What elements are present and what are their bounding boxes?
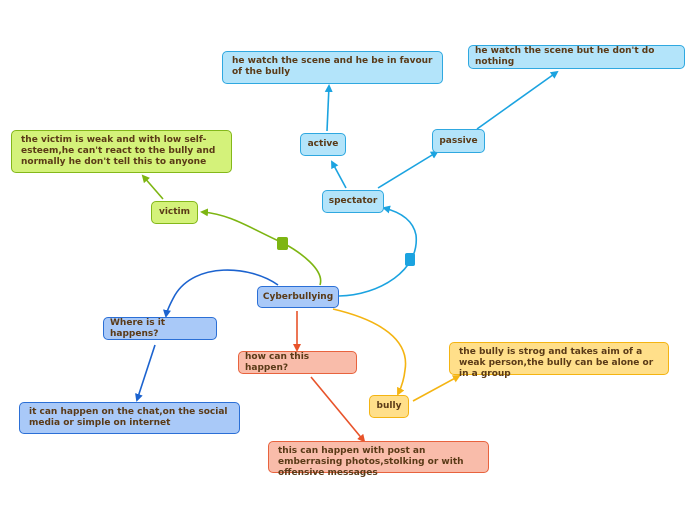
node-passive[interactable]: passive [432, 129, 485, 153]
node-active-detail-label: he watch the scene and he be in favour o… [232, 56, 433, 77]
node-victim[interactable]: victim [151, 201, 198, 224]
node-passive-detail[interactable]: he watch the scene but he don't do nothi… [468, 45, 685, 69]
node-bully[interactable]: bully [369, 395, 409, 418]
connector-active-detail [324, 84, 333, 132]
connector-bully-detail [412, 375, 461, 402]
connector-how-detail [310, 376, 366, 443]
connector-handle-victim[interactable] [277, 237, 288, 250]
connector-root-spectator [338, 205, 417, 297]
node-where-detail-label: it can happen on the chat,on the social … [29, 407, 228, 428]
node-where-label: Where is it happens? [110, 317, 166, 339]
node-spectator[interactable]: spectator [322, 190, 384, 213]
node-victim-detail-label: the victim is weak and with low self-est… [21, 135, 216, 167]
node-passive-label: passive [439, 135, 478, 146]
connector-root-victim [200, 208, 322, 286]
node-victim-label: victim [158, 207, 191, 217]
node-active[interactable]: active [300, 133, 346, 156]
node-bully-detail-label: the bully is strog and takes aim of a we… [459, 347, 654, 379]
node-how[interactable]: how can this happen? [238, 351, 357, 374]
node-victim-detail[interactable]: the victim is weak and with low self-est… [11, 130, 232, 173]
node-bully-label: bully [376, 401, 402, 411]
connector-where-detail [135, 344, 156, 402]
node-active-detail[interactable]: he watch the scene and he be in favour o… [222, 51, 443, 84]
node-root-label: Cyberbullying [262, 291, 334, 302]
connector-root-where [163, 269, 279, 318]
connector-victim-detail [141, 174, 164, 200]
node-where[interactable]: Where is it happens? [103, 317, 217, 340]
node-passive-detail-label: he watch the scene but he don't do nothi… [475, 46, 655, 67]
connector-spectator-passive [377, 150, 439, 189]
connector-spectator-active [331, 160, 347, 189]
node-how-label: how can this happen? [245, 351, 310, 373]
node-spectator-label: spectator [328, 196, 378, 206]
connector-passive-detail [476, 70, 559, 130]
node-bully-detail[interactable]: the bully is strog and takes aim of a we… [449, 342, 669, 379]
node-root-cyberbullying[interactable]: Cyberbullying [257, 286, 339, 308]
node-how-detail-label: this can happen with post an emberrasing… [278, 446, 464, 478]
node-where-detail[interactable]: it can happen on the chat,on the social … [19, 402, 240, 434]
connector-handle-spectator[interactable] [405, 253, 415, 266]
node-active-label: active [307, 139, 339, 149]
connector-root-bully [332, 308, 407, 396]
node-how-detail[interactable]: this can happen with post an emberrasing… [268, 441, 489, 478]
